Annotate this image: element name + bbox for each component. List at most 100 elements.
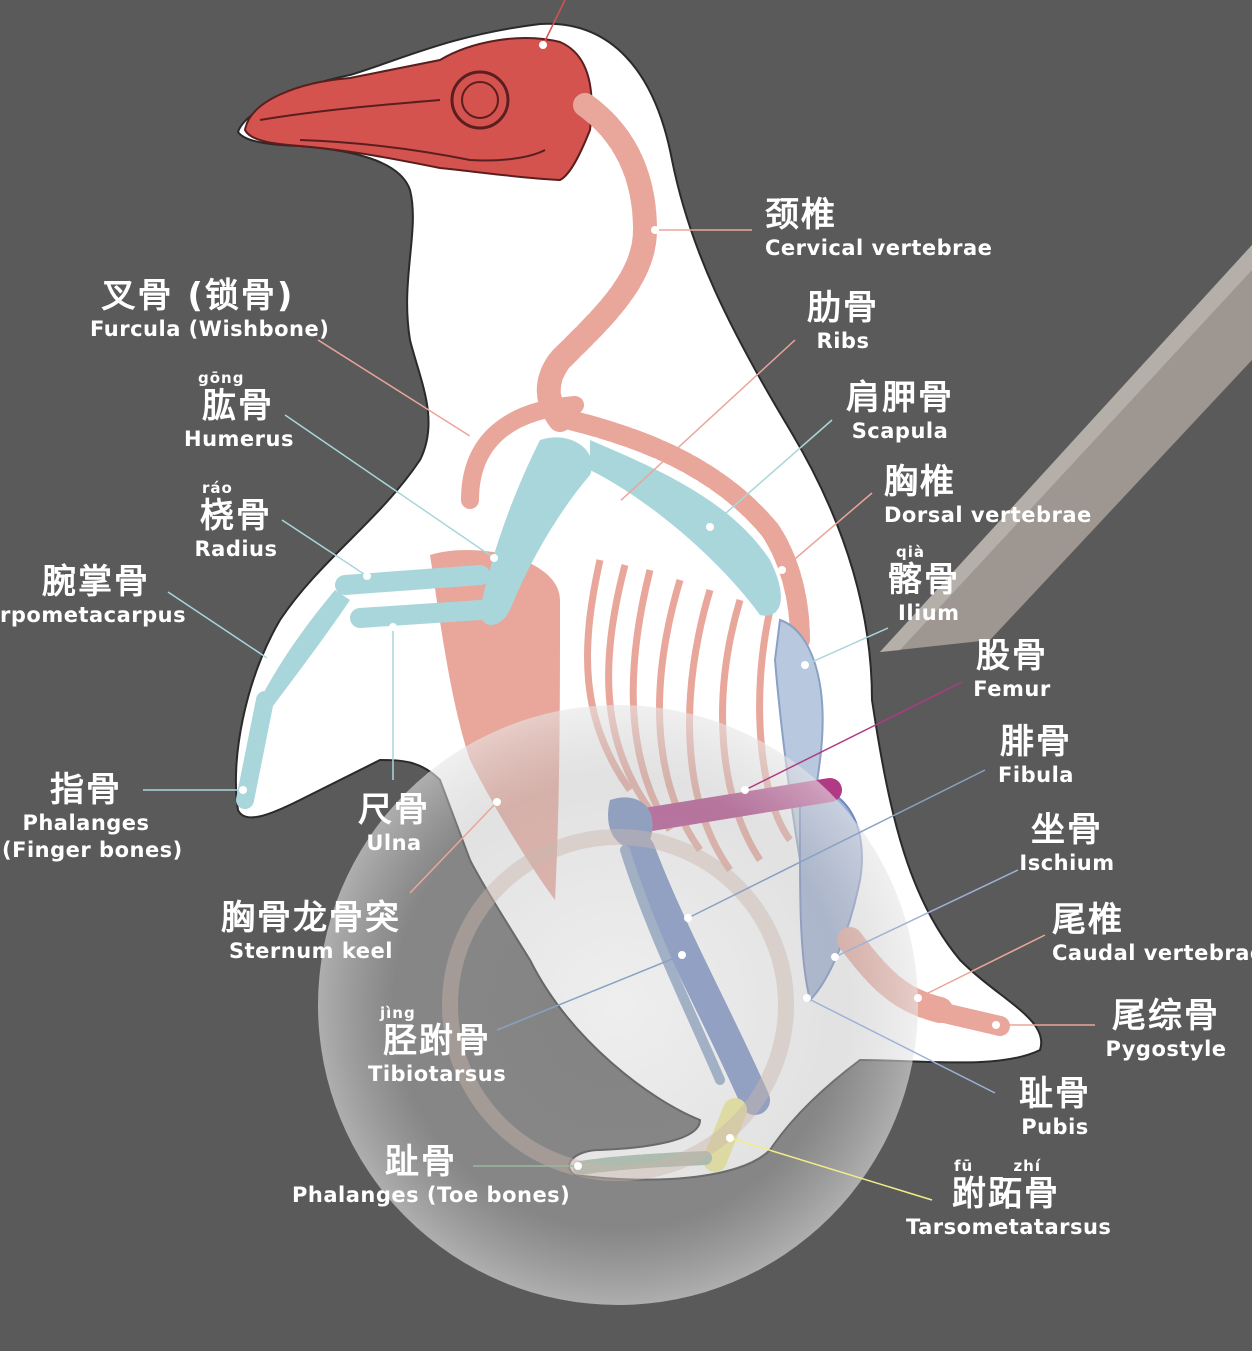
toe-en: Phalanges (Toe bones)	[292, 1183, 571, 1207]
ulna-zh: 尺骨	[358, 790, 430, 830]
radius-zh: 桡骨	[200, 496, 272, 536]
magnifier-lens	[318, 705, 918, 1305]
caudal-zh: 尾椎	[1052, 900, 1124, 940]
femur-en: Femur	[973, 677, 1051, 701]
ilium-zh: 髂骨	[888, 560, 960, 600]
leader-sternum	[409, 801, 498, 894]
label-caudal-vertebrae: 尾椎 Caudal vertebrae	[1052, 900, 1252, 967]
toe-zh: 趾骨	[385, 1142, 457, 1182]
ilium-pinyin: qià	[896, 543, 926, 561]
label-ribs: 肋骨 Ribs	[798, 288, 888, 355]
tarsometatarsus-en: Tarsometatarsus	[906, 1215, 1112, 1239]
sternum-zh: 胸骨龙骨突	[221, 898, 401, 938]
label-furcula: 叉骨 (锁骨) Furcula (Wishbone)	[90, 276, 329, 343]
leader-skull	[542, 0, 566, 46]
dorsal-vertebrae	[560, 410, 810, 650]
label-femur: 股骨 Femur	[966, 636, 1058, 703]
furcula	[461, 396, 584, 509]
leader-femur	[744, 681, 963, 791]
finger-en1: Phalanges	[22, 811, 150, 835]
cervical-en: Cervical vertebrae	[765, 236, 993, 260]
caudal-en: Caudal vertebrae	[1052, 941, 1252, 965]
magnifier-rim	[442, 829, 794, 1181]
fibula-en: Fibula	[998, 763, 1074, 787]
dorsal-zh: 胸椎	[884, 462, 956, 502]
label-cervical-vertebrae: 颈椎 Cervical vertebrae	[765, 195, 992, 262]
skull	[243, 37, 593, 182]
tarsometatarsus-pinyin-zhi: zhí	[1013, 1157, 1042, 1175]
tarsometatarsus-pinyin-fu: fū	[954, 1157, 974, 1175]
scapula-zh: 肩胛骨	[846, 378, 954, 418]
leader-dots	[239, 41, 1000, 1170]
scapula-en: Scapula	[851, 419, 949, 443]
humerus	[480, 437, 592, 625]
leader-fibula	[687, 769, 986, 919]
pygostyle-zh: 尾综骨	[1112, 996, 1220, 1036]
leader-radius	[281, 519, 368, 577]
carpometacarpus-zh: 腕掌骨	[42, 562, 150, 602]
finger-en2: (Finger bones)	[2, 838, 183, 862]
leader-humerus	[284, 414, 495, 559]
leader-lines	[143, 0, 1095, 1201]
label-carpometacarpus: 腕掌骨 rpometacarpus	[0, 562, 187, 629]
pubis-zh: 耻骨	[1019, 1074, 1091, 1114]
ischium-zh: 坐骨	[1031, 810, 1103, 850]
leader-caudal	[917, 934, 1046, 999]
label-humerus: gōng 肱骨 Humerus	[184, 369, 294, 453]
magnifier-handle-shade	[880, 245, 1252, 652]
leader-dorsal	[781, 492, 873, 571]
sternum-en: Sternum keel	[229, 939, 393, 963]
label-pubis: 耻骨 Pubis	[1010, 1074, 1100, 1141]
tibiotarsus-en: Tibiotarsus	[368, 1062, 507, 1086]
carpometacarpus-en: rpometacarpus	[0, 603, 187, 627]
furcula-zh: 叉骨 (锁骨)	[101, 276, 295, 316]
tarsometatarsus-zh: 跗跖骨	[952, 1174, 1060, 1214]
radius	[335, 565, 490, 595]
label-toe-phalanges: 趾骨 Phalanges (Toe bones)	[292, 1142, 571, 1209]
label-radius: ráo 桡骨 Radius	[190, 480, 282, 563]
tarsometatarsus-pinyin: fū zhí	[906, 1158, 1106, 1174]
label-ulna: 尺骨 Ulna	[350, 790, 438, 857]
label-scapula: 肩胛骨 Scapula	[838, 378, 962, 445]
beak-line	[259, 99, 441, 121]
dorsal-en: Dorsal vertebrae	[884, 503, 1092, 527]
label-fibula: 腓骨 Fibula	[990, 722, 1082, 789]
ilium-en: Ilium	[898, 601, 960, 625]
finger-zh: 指骨	[50, 770, 122, 810]
label-tibiotarsus: jìng 胫跗骨 Tibiotarsus	[368, 1005, 506, 1088]
label-ilium: qià 髂骨 Ilium	[888, 544, 960, 627]
femur-zh: 股骨	[976, 636, 1048, 676]
leader-scapula	[709, 419, 833, 528]
pygostyle-en: Pygostyle	[1105, 1037, 1227, 1061]
radius-pinyin: ráo	[202, 479, 233, 497]
leader-tibiotarsus	[496, 954, 683, 1031]
label-ischium: 坐骨 Ischium	[1018, 810, 1116, 877]
ulna-en: Ulna	[366, 831, 422, 855]
label-sternum-keel: 胸骨龙骨突 Sternum keel	[206, 898, 416, 965]
eye-socket	[450, 70, 510, 130]
tibiotarsus-zh: 胫跗骨	[383, 1021, 491, 1061]
pubis-en: Pubis	[1021, 1115, 1089, 1139]
humerus-pinyin: gōng	[198, 369, 245, 387]
humerus-en: Humerus	[184, 427, 294, 451]
leader-ilium	[804, 627, 889, 666]
label-pygostyle: 尾综骨 Pygostyle	[1104, 996, 1228, 1063]
finger-phalanges	[236, 691, 274, 809]
leader-carpometacarpus	[167, 591, 271, 661]
ulna	[350, 600, 490, 628]
cervical-zh: 颈椎	[765, 195, 837, 235]
ischium-en: Ischium	[1019, 851, 1115, 875]
tibiotarsus-pinyin: jìng	[380, 1004, 416, 1022]
humerus-zh: 肱骨	[202, 386, 274, 426]
leader-tarsometatarsus	[729, 1137, 933, 1201]
carpometacarpus	[260, 590, 350, 710]
label-tarsometatarsus: fū zhí 跗跖骨 Tarsometatarsus	[906, 1158, 1112, 1241]
pygostyle	[930, 1002, 1010, 1036]
leader-ribs	[617, 339, 796, 504]
radius-en: Radius	[194, 537, 278, 561]
eye-socket-inner	[461, 81, 499, 119]
leader-ischium	[834, 869, 1019, 958]
leader-furcula	[317, 339, 474, 439]
